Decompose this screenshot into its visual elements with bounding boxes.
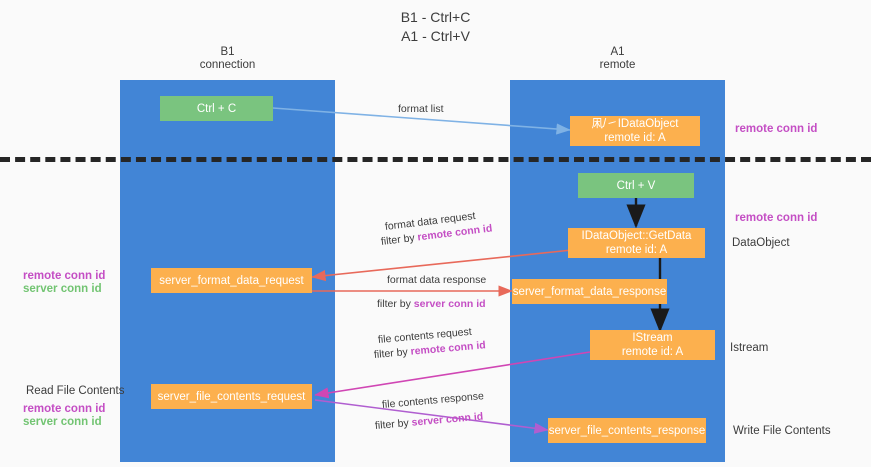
node-server-format-data-response-label: server_format_data_response xyxy=(512,285,667,298)
edge-label-file-contents-response: file contents response xyxy=(381,389,484,412)
edge-label-format-data-response-filter: filter by server conn id xyxy=(377,297,486,311)
side-label-left-server-conn-id-bottom: server conn id xyxy=(23,415,102,429)
title-line-2: A1 - Ctrl+V xyxy=(401,28,470,44)
lane-header-a1-role: remote xyxy=(599,59,636,71)
side-label-remote-conn-id-top: remote conn id xyxy=(735,122,817,136)
lane-header-a1-name: A1 xyxy=(610,46,625,58)
side-label-left-remote-conn-id-bottom: remote conn id xyxy=(23,402,105,416)
side-label-left-server-conn-id-bottom-text: server conn id xyxy=(23,416,102,428)
node-idataobject[interactable]: 凩/㇀IDataObject remote id: A xyxy=(570,116,700,146)
edge-label-file-contents-response-filter-prefix: filter by xyxy=(374,416,413,432)
section-divider xyxy=(0,157,871,162)
side-label-left-remote-conn-id-mid: remote conn id xyxy=(23,269,105,283)
side-label-dataobject: DataObject xyxy=(732,236,790,250)
edge-label-format-data-response-filter-prefix: filter by xyxy=(377,298,414,310)
node-server-format-data-response[interactable]: server_format_data_response xyxy=(512,279,667,304)
side-label-write-file-contents: Write File Contents xyxy=(733,424,831,438)
side-label-remote-conn-id-mid: remote conn id xyxy=(735,211,817,225)
node-ctrl-v-label: Ctrl + V xyxy=(616,179,656,192)
side-label-read-file-contents: Read File Contents xyxy=(26,384,124,398)
side-label-left-server-conn-id-mid-text: server conn id xyxy=(23,283,102,295)
edge-label-format-data-request-filter-prefix: filter by xyxy=(380,231,419,248)
side-label-istream: Istream xyxy=(730,341,768,355)
edge-label-format-data-response-filter-key: server conn id xyxy=(413,298,486,310)
node-istream-line-2: remote id: A xyxy=(621,346,684,358)
node-istream-line-1: IStream xyxy=(632,332,673,344)
lane-header-a1: A1 remote xyxy=(510,46,725,72)
edge-label-format-list: format list xyxy=(398,102,444,116)
edge-label-file-contents-request-filter-prefix: filter by xyxy=(373,345,412,361)
side-label-istream-text: Istream xyxy=(730,342,769,354)
side-label-remote-conn-id-mid-text: remote conn id xyxy=(735,212,818,224)
side-label-left-remote-conn-id-mid-text: remote conn id xyxy=(23,270,106,282)
page-title: B1 - Ctrl+C A1 - Ctrl+V xyxy=(0,8,871,46)
lane-header-b1-role: connection xyxy=(199,59,256,71)
node-getdata[interactable]: IDataObject::GetData remote id: A xyxy=(568,228,705,258)
node-idataobject-line-1: 凩/㇀IDataObject xyxy=(591,118,679,130)
node-ctrl-v[interactable]: Ctrl + V xyxy=(578,173,694,198)
side-label-write-file-contents-text: Write File Contents xyxy=(733,425,831,437)
side-label-dataobject-text: DataObject xyxy=(732,237,790,249)
lane-header-b1-name: B1 xyxy=(220,46,235,58)
node-server-format-data-request[interactable]: server_format_data_request xyxy=(151,268,312,293)
side-label-read-file-contents-text: Read File Contents xyxy=(26,385,125,397)
edge-label-format-list-text: format list xyxy=(398,103,444,115)
node-istream[interactable]: IStream remote id: A xyxy=(590,330,715,360)
edge-label-file-contents-response-text: file contents response xyxy=(381,390,485,411)
side-label-remote-conn-id-top-text: remote conn id xyxy=(735,123,818,135)
node-getdata-line-1: IDataObject::GetData xyxy=(581,230,692,242)
side-label-left-server-conn-id-mid: server conn id xyxy=(23,282,102,296)
title-line-1: B1 - Ctrl+C xyxy=(400,9,471,25)
edge-label-file-contents-response-filter: filter by server conn id xyxy=(374,410,483,433)
node-ctrl-c-label: Ctrl + C xyxy=(196,102,237,115)
edge-label-format-data-response: format data response xyxy=(387,273,486,287)
node-getdata-line-2: remote id: A xyxy=(605,244,668,256)
node-idataobject-line-2: remote id: A xyxy=(604,132,666,144)
node-ctrl-c[interactable]: Ctrl + C xyxy=(160,96,273,121)
node-server-file-contents-response[interactable]: server_file_contents_response xyxy=(548,418,706,443)
edge-label-format-data-response-text: format data response xyxy=(387,274,487,286)
node-server-file-contents-request[interactable]: server_file_contents_request xyxy=(151,384,312,409)
lane-header-b1: B1 connection xyxy=(120,46,335,72)
node-server-file-contents-request-label: server_file_contents_request xyxy=(157,390,306,403)
edge-label-file-contents-response-filter-key: server conn id xyxy=(411,410,484,429)
node-server-file-contents-response-label: server_file_contents_response xyxy=(548,424,706,437)
side-label-left-remote-conn-id-bottom-text: remote conn id xyxy=(23,403,106,415)
node-server-format-data-request-label: server_format_data_request xyxy=(159,274,304,287)
